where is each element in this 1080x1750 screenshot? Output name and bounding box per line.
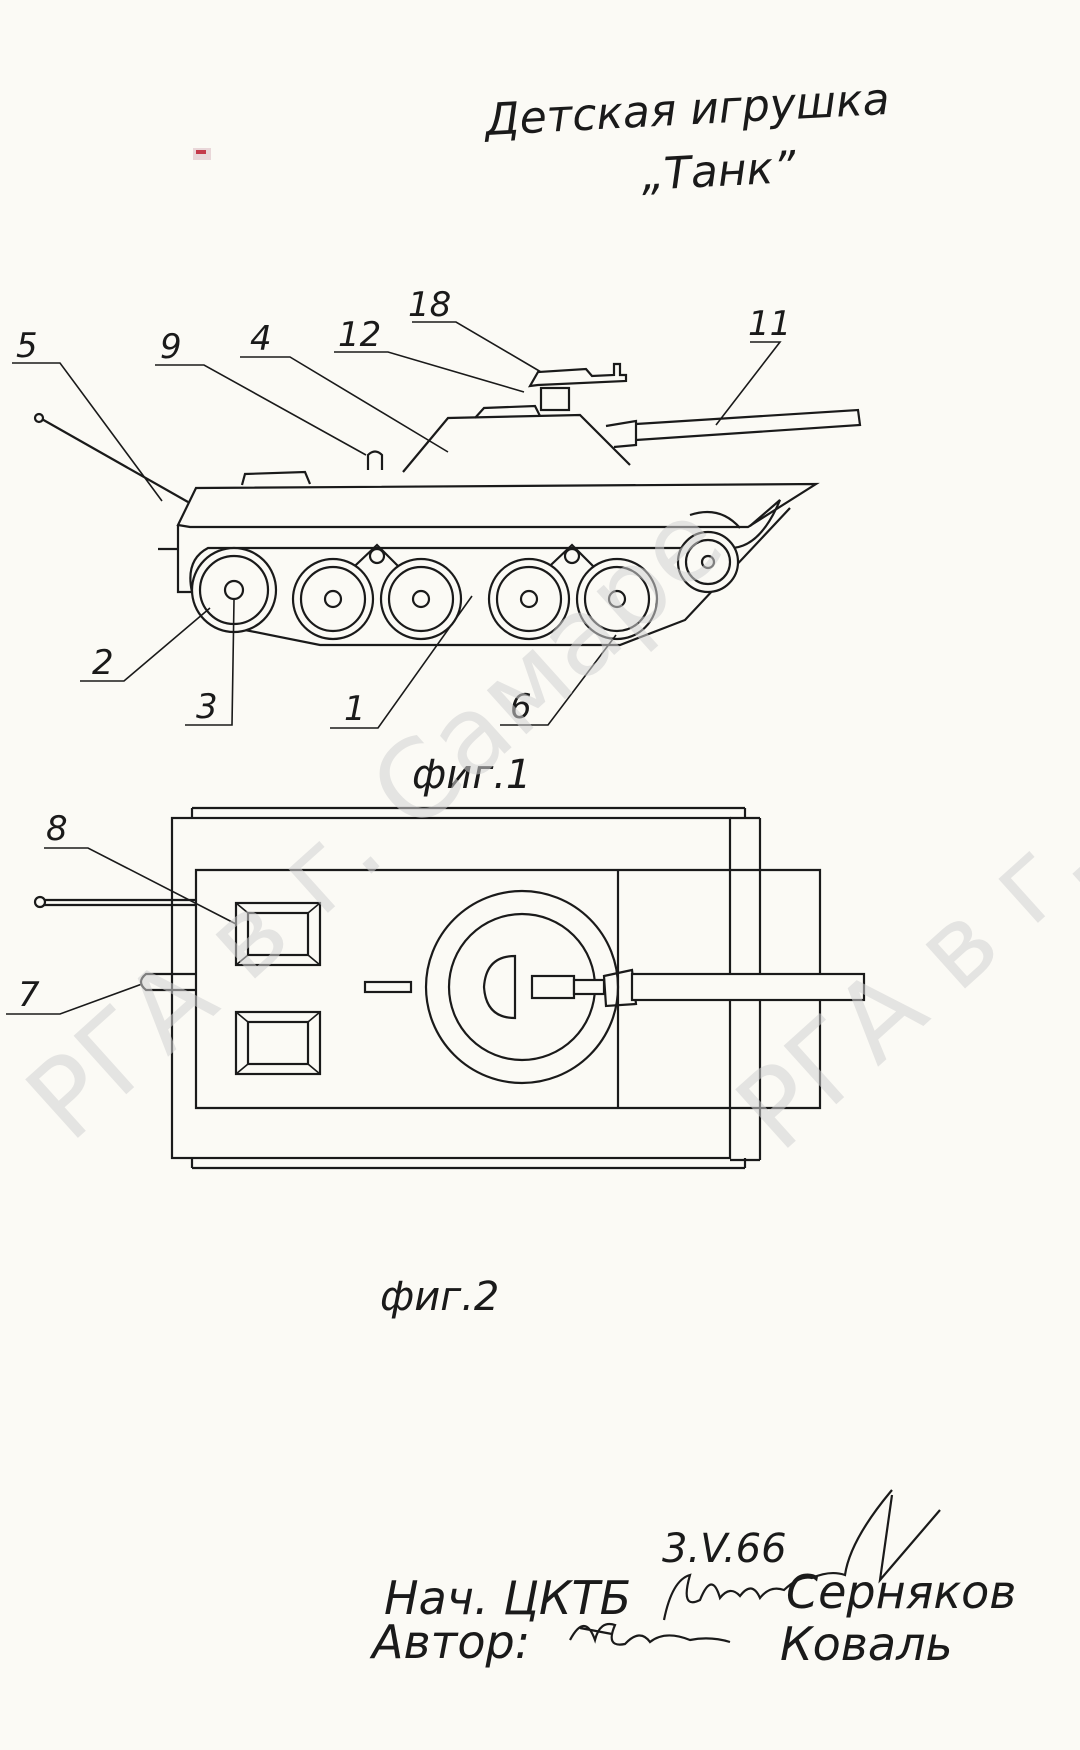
chief-signature — [662, 1489, 941, 1621]
author-signature — [569, 1622, 731, 1646]
chief-label: Нач. ЦКТБ — [384, 1571, 631, 1625]
author-name: Коваль — [780, 1617, 953, 1671]
road-wheel — [291, 557, 375, 641]
fig2-caption: фиг.2 — [380, 1274, 499, 1320]
callout-11: 11 — [748, 304, 791, 344]
callout-5: 4 — [250, 319, 272, 359]
author-label: Автор: — [369, 1615, 530, 1669]
idler-wheel — [676, 530, 740, 594]
road-wheel-drive — [190, 546, 278, 634]
approval-date: 3.V.66 — [662, 1526, 787, 1572]
road-wheel — [487, 557, 571, 641]
fig2-tank-top-view: 8 7 — [6, 806, 866, 1170]
callout-8: 8 — [46, 809, 68, 849]
callout-2: 2 — [92, 643, 114, 683]
signature-block: 3.V.66 Нач. ЦКТБ Автор: Серняков Коваль — [369, 1489, 1016, 1671]
callout-18: 18 — [408, 285, 451, 325]
fig1-tank-side-view: 5 9 4 12 18 11 2 3 1 6 — [12, 285, 862, 729]
watermark-text: РГА в г. Самаре — [4, 478, 747, 1164]
title-line-2: „Танк” — [640, 142, 798, 201]
callout-1: 1 — [344, 689, 366, 729]
fig1-caption: фиг.1 — [412, 752, 531, 798]
red-stamp-mark — [193, 148, 211, 160]
chief-name: Серняков — [786, 1565, 1016, 1619]
road-wheel — [379, 557, 463, 641]
callout-7: 7 — [18, 975, 40, 1015]
callout-6: 5 — [16, 326, 38, 366]
callout-4: 6 — [510, 687, 532, 727]
callout-3: 3 — [196, 687, 218, 727]
road-wheel — [575, 557, 659, 641]
callout-12: 12 — [338, 315, 381, 355]
watermark-text-2: РГА в г. С — [714, 721, 1080, 1174]
title-line-1: Детская игрушка — [482, 74, 891, 146]
callout-9: 9 — [160, 327, 182, 367]
